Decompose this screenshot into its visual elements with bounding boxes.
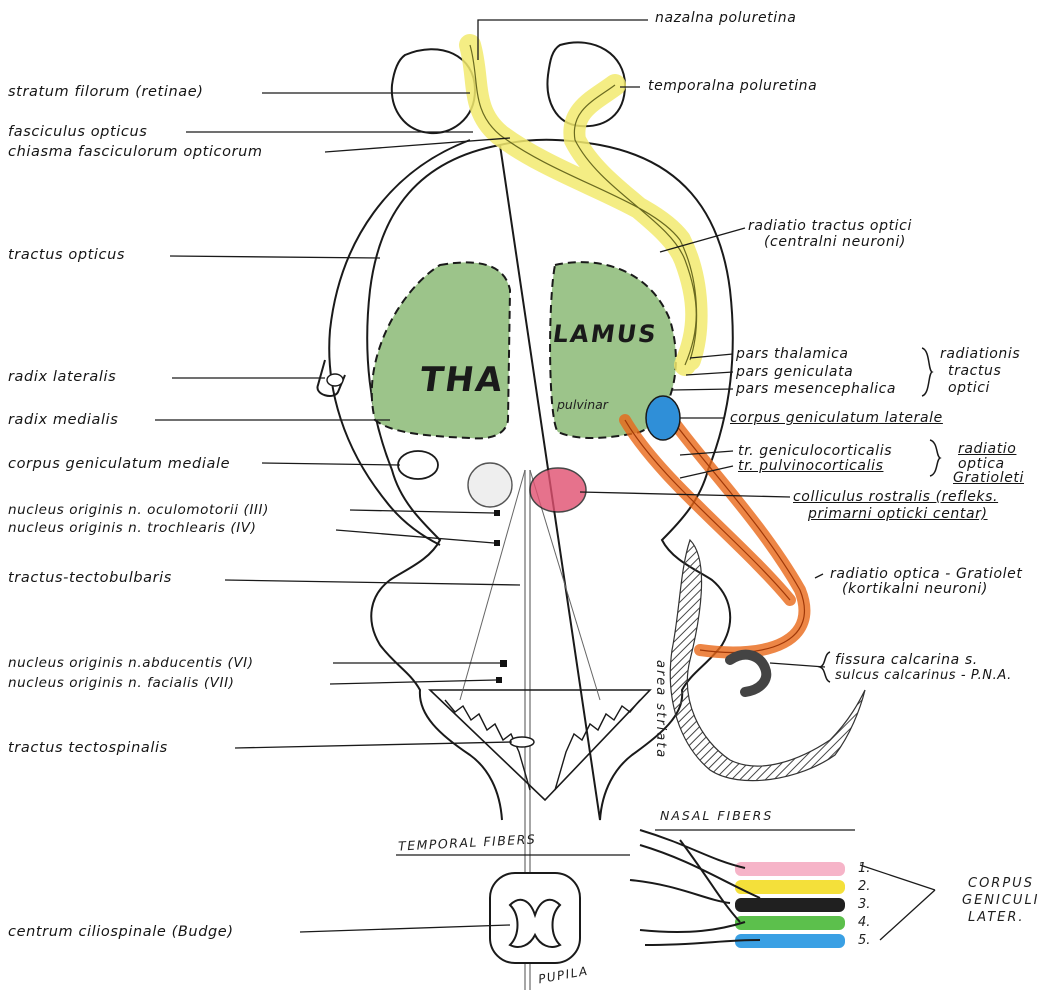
label-tr-geniculo: tr. geniculocorticalis [738,443,892,459]
label-geniculi: GENICULI [962,893,1040,908]
label-tectospinalis: tractus tectospinalis [8,740,168,756]
label-radix-medialis: radix medialis [8,412,118,428]
label-pars-thalamica: pars thalamica [736,346,849,362]
label-radiatio: radiatio [958,441,1016,457]
label-layer-3: 3. [858,897,870,912]
lgn-layer-4 [735,916,845,930]
label-pars-geniculata: pars geniculata [736,364,853,380]
lgn-layer-3 [735,898,845,912]
brace-radiationis [922,348,932,396]
label-area-striata: area striata [653,660,668,759]
label-temporalna: temporalna poluretina [648,78,817,94]
label-gratioleti: Gratioleti [953,470,1024,486]
label-primarni: primarni opticki centar) [808,506,988,522]
label-layer-2: 2. [858,879,870,894]
label-kortikalni: (kortikalni neuroni) [842,581,988,597]
label-tr-pulvino: tr. pulvinocorticalis [738,458,883,474]
label-tractus-opticus: tractus opticus [8,247,125,263]
colliculus-rostralis [530,468,586,512]
label-fasciculus-opticus: fasciculus opticus [8,124,147,140]
label-cgl: corpus geniculatum laterale [730,410,943,426]
label-facialis: nucleus originis n. facialis (VII) [8,675,235,691]
label-oculomotorii: nucleus originis n. oculomotorii (III) [8,502,269,518]
calcarine-sulcus [730,655,766,692]
trochlear-nucleus [494,540,500,546]
brace-radiatio [930,440,940,476]
label-nazalna: nazalna poluretina [655,10,796,26]
tectospinal-ellipse [510,737,534,747]
abducens-nucleus [500,660,507,667]
label-cgm: corpus geniculatum mediale [8,456,230,472]
label-radiationis: radiationis [940,346,1020,362]
label-pars-mesencephalica: pars mesencephalica [736,381,896,397]
corpus-geniculatum-mediale [398,451,438,479]
oculomotor-nucleus [494,510,500,516]
label-sulcus: sulcus calcarinus - P.N.A. [835,668,1012,683]
label-abducentis: nucleus originis n.abducentis (VI) [8,655,254,671]
label-radix-lateralis: radix lateralis [8,369,116,385]
label-radiatio-optica: radiatio optica - Gratiolet [830,566,1022,582]
label-corpus: CORPUS [968,876,1034,891]
lgn-layer-2 [735,880,845,894]
label-nasal-fibers: NASAL FIBERS [660,808,773,823]
label-trochlearis: nucleus originis n. trochlearis (IV) [8,520,257,536]
label-layer-5: 5. [858,933,870,948]
label-centralni-neuroni: (centralni neuroni) [764,234,906,250]
corpus-geniculatum-laterale [646,396,680,440]
pineal [468,463,512,507]
label-colliculus: colliculus rostralis (refleks. [793,489,998,505]
lgn-layer-1 [735,862,845,876]
thalamus-left [372,262,510,438]
lgn-inset-layers [735,862,845,948]
label-radiatio-tractus: radiatio tractus optici [748,218,912,234]
label-stratum-filorum: stratum filorum (retinae) [8,84,204,100]
label-pulvinar: pulvinar [557,397,608,412]
label-tractus: tractus [948,363,1001,379]
label-tectobulbaris: tractus-tectobulbaris [8,570,172,586]
label-fissura: fissura calcarina s. [835,652,978,668]
facial-nucleus [496,677,502,683]
label-layer-1: 1. [858,861,870,876]
label-optici: optici [948,380,990,396]
radix-lateralis-ring [327,374,343,386]
label-tha: THA [417,360,507,400]
label-ciliospinale: centrum ciliospinale (Budge) [8,924,234,940]
label-lamus: LAMUS [551,320,659,348]
label-layer-4: 4. [858,915,870,930]
label-later: LATER. [968,910,1025,925]
label-chiasma: chiasma fasciculorum opticorum [8,144,263,160]
